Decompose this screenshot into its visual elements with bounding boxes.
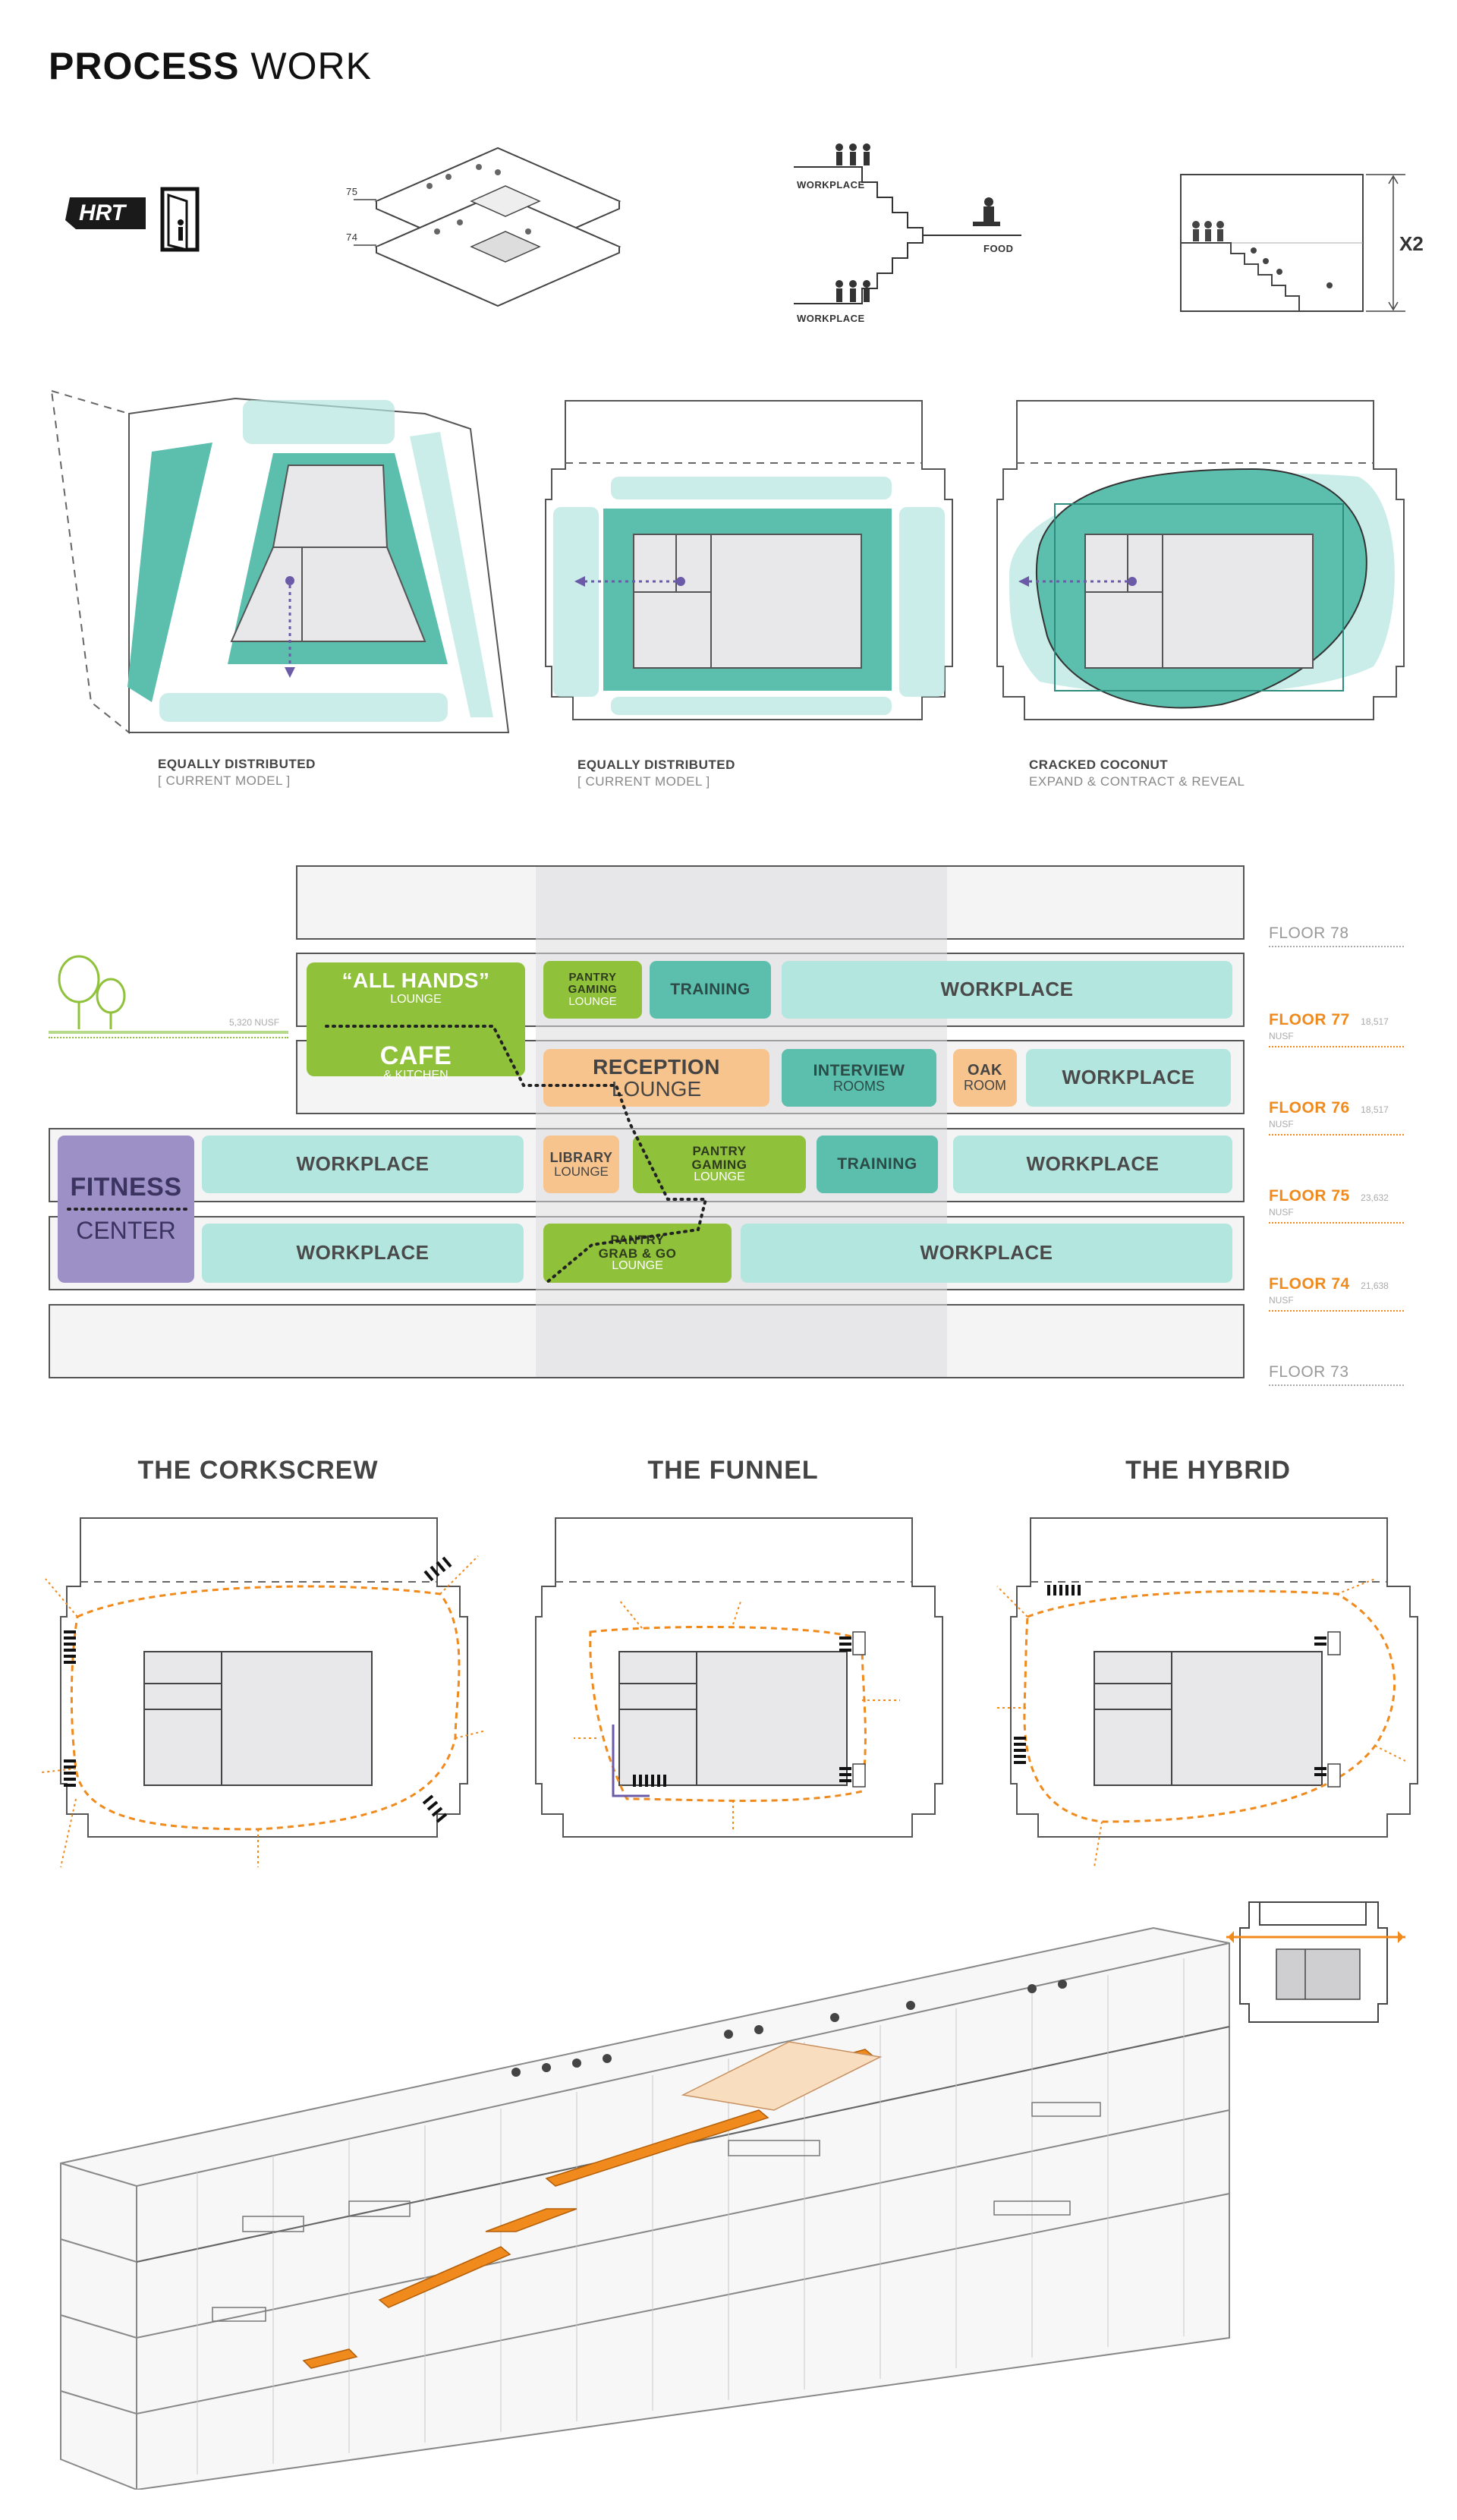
building-core-band	[536, 867, 947, 1377]
model-plan-equally-distributed-1: EQUALLY DISTRIBUTED [ CURRENT MODEL ]	[46, 383, 516, 788]
vertical-circulation-path	[67, 1025, 708, 1284]
plan-funnel	[505, 1510, 961, 1875]
f75-training: TRAINING	[817, 1136, 938, 1193]
f75-workplace-right: WORKPLACE	[953, 1136, 1232, 1193]
double-height-stair-diagram: X2	[1178, 172, 1436, 316]
floor-label-74: FLOOR 74 21,638 NUSF	[1269, 1275, 1404, 1312]
f76-workplace: WORKPLACE	[1026, 1049, 1231, 1107]
f75-workplace-left: WORKPLACE	[202, 1136, 524, 1193]
f77-training: TRAINING	[650, 961, 771, 1019]
f75-library-lounge: LIBRARY LOUNGE	[543, 1136, 619, 1193]
stack-label-74: 74	[346, 232, 358, 243]
terrace-line	[49, 1031, 288, 1034]
model-caption-3: CRACKED COCONUT	[1029, 758, 1169, 772]
model-sub-2: [ CURRENT MODEL ]	[577, 774, 710, 789]
stacking-diagram: 5,320 NUSF “ALL HANDS” LOUNGE CAFE & KIT…	[0, 835, 1457, 1404]
f74-workplace-left: WORKPLACE	[202, 1224, 524, 1283]
terrace-nusf: 5,320 NUSF	[229, 1017, 280, 1028]
f77-workplace: WORKPLACE	[782, 961, 1232, 1019]
f75-pantry-gaming-lounge: PANTRY GAMING LOUNGE	[633, 1136, 806, 1193]
f76-interview-rooms: INTERVIEW ROOMS	[782, 1049, 936, 1107]
all-hands-title: “ALL HANDS”	[341, 969, 490, 992]
all-hands-cafe-block	[307, 962, 525, 1076]
floor-label-75: FLOOR 75 23,632 NUSF	[1269, 1187, 1404, 1224]
stacked-floor-plates-diagram: 75 74	[346, 133, 634, 307]
model-caption-1: EQUALLY DISTRIBUTED	[158, 757, 316, 771]
cafe-title: CAFE	[379, 1041, 452, 1070]
plan-corkscrew	[30, 1510, 486, 1875]
multiplier-label: X2	[1398, 232, 1425, 256]
floor-label-76: FLOOR 76 18,517 NUSF	[1269, 1099, 1404, 1136]
hrt-logo-text: HRT	[79, 200, 126, 225]
floor-label-77: FLOOR 77 18,517 NUSF	[1269, 1011, 1404, 1047]
model-plan-equally-distributed-2: EQUALLY DISTRIBUTED [ CURRENT MODEL ]	[543, 393, 968, 789]
f76-oak-room: OAK ROOM	[953, 1049, 1017, 1107]
model-sub-1: [ CURRENT MODEL ]	[158, 773, 291, 788]
plan-hybrid	[980, 1510, 1436, 1875]
axonometric-section	[46, 1913, 1245, 2491]
floor-label-78: FLOOR 78	[1269, 925, 1404, 947]
page-title-rest: WORK	[239, 45, 372, 87]
stair-food-label: FOOD	[983, 243, 1014, 254]
hrt-logo: HRT	[62, 190, 153, 237]
tree-icon	[52, 949, 135, 1032]
key-plan-thumbnail	[1226, 1898, 1405, 2027]
path-title-hybrid: THE HYBRID	[1125, 1456, 1291, 1485]
page-title: PROCESS WORK	[49, 44, 372, 88]
f77-pantry-gaming-lounge: PANTRY GAMING LOUNGE	[543, 961, 642, 1019]
f76-reception-lounge: RECEPTION LOUNGE	[543, 1049, 769, 1107]
model-caption-2: EQUALLY DISTRIBUTED	[577, 758, 735, 772]
floor-label-73: FLOOR 73	[1269, 1363, 1404, 1386]
f74-workplace-right: WORKPLACE	[741, 1224, 1232, 1283]
door-person-icon	[158, 186, 203, 254]
all-hands-sub: LOUNGE	[390, 993, 442, 1006]
model-plan-cracked-coconut: CRACKED COCONUT EXPAND & CONTRACT & REVE…	[994, 393, 1419, 789]
cafe-sub: & KITCHEN	[383, 1069, 448, 1082]
path-title-funnel: THE FUNNEL	[647, 1456, 819, 1485]
page-title-bold: PROCESS	[49, 45, 240, 87]
stack-label-75: 75	[346, 186, 358, 197]
stair-circulation-diagram: WORKPLACE FOOD WORKPLACE	[794, 137, 1037, 326]
stair-workplace-bottom-label: WORKPLACE	[797, 313, 865, 324]
path-title-corkscrew: THE CORKSCREW	[137, 1456, 379, 1485]
model-sub-3: EXPAND & CONTRACT & REVEAL	[1029, 774, 1245, 789]
stair-workplace-top-label: WORKPLACE	[797, 179, 865, 191]
